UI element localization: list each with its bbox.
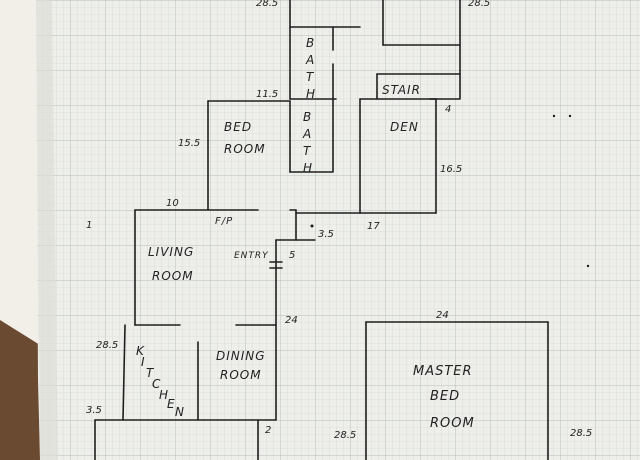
bath-upper-letter: A xyxy=(305,53,315,67)
bath-lower-letter: A xyxy=(302,127,312,141)
den-label: DEN xyxy=(390,120,419,134)
dimension-label: 15.5 xyxy=(178,138,200,149)
dimension-label: 28.5 xyxy=(570,428,592,439)
pencil-dot xyxy=(568,114,572,118)
dining-room-label-line1: DINING xyxy=(216,349,266,363)
dimension-label: 3.5 xyxy=(86,405,102,416)
bath-upper-letter: T xyxy=(306,70,315,84)
bedroom-label-line2: ROOM xyxy=(224,142,266,156)
kitchen-letter: E xyxy=(167,397,176,411)
dimension-label: 28.5 xyxy=(334,430,356,441)
dimension-label: 1 xyxy=(86,220,92,231)
pencil-marks xyxy=(310,114,590,268)
bath-upper-letter: B xyxy=(306,36,315,50)
dimension-label: 28.5 xyxy=(96,340,118,351)
kitchen-letter: K xyxy=(136,344,145,358)
kitchen-letter: N xyxy=(175,405,185,419)
dimension-labels: 28.5 28.5 11.5 15.5 10 4 16.5 17 3.5 5 2… xyxy=(86,0,592,441)
bedroom-label-line1: BED xyxy=(224,120,252,134)
dimension-label: 16.5 xyxy=(440,164,462,175)
kitchen-letter: I xyxy=(141,355,146,369)
pencil-dot xyxy=(552,114,556,118)
dimension-label: 4 xyxy=(445,104,451,115)
fireplace-label: F/P xyxy=(215,216,233,227)
dimension-label: 17 xyxy=(367,221,380,232)
master-bedroom-label-line1: MASTER xyxy=(413,364,473,379)
master-bedroom-label-line3: ROOM xyxy=(430,416,475,431)
dimension-label: 3.5 xyxy=(318,229,334,240)
dining-room-label-line2: ROOM xyxy=(220,368,262,382)
dimension-label: 24 xyxy=(436,310,449,321)
living-room-label-line2: ROOM xyxy=(152,269,194,283)
bath-lower-letter: B xyxy=(303,110,312,124)
pencil-dot xyxy=(310,224,314,228)
bath-lower-letter: T xyxy=(303,144,312,158)
bath-lower-letter: H xyxy=(303,161,313,175)
dimension-label: 28.5 xyxy=(256,0,278,9)
pencil-dot xyxy=(586,264,590,268)
dimension-label: 2 xyxy=(265,425,271,436)
dimension-label: 10 xyxy=(166,198,179,209)
master-bedroom-label-line2: BED xyxy=(430,389,460,404)
kitchen-letter: H xyxy=(159,388,169,402)
stair-label: STAIR xyxy=(382,83,421,97)
paper-curl-shadow xyxy=(36,0,58,460)
kitchen-letter: C xyxy=(152,377,161,391)
dimension-label: 5 xyxy=(289,250,295,261)
entry-label: ENTRY xyxy=(234,251,269,261)
dimension-label: 28.5 xyxy=(468,0,490,9)
room-labels: B A T H B A T H STAIR DEN BED ROOM F/P L… xyxy=(136,36,475,431)
living-room-label-line1: LIVING xyxy=(148,245,194,259)
dimension-label: 11.5 xyxy=(256,89,278,100)
floor-plan-walls xyxy=(94,0,549,460)
graph-grid xyxy=(36,0,640,460)
wooden-table xyxy=(0,320,40,460)
bath-upper-letter: H xyxy=(306,87,316,101)
dimension-label: 24 xyxy=(285,315,298,326)
kitchen-letter: T xyxy=(146,366,155,380)
wall-kitchen-left xyxy=(122,324,126,421)
